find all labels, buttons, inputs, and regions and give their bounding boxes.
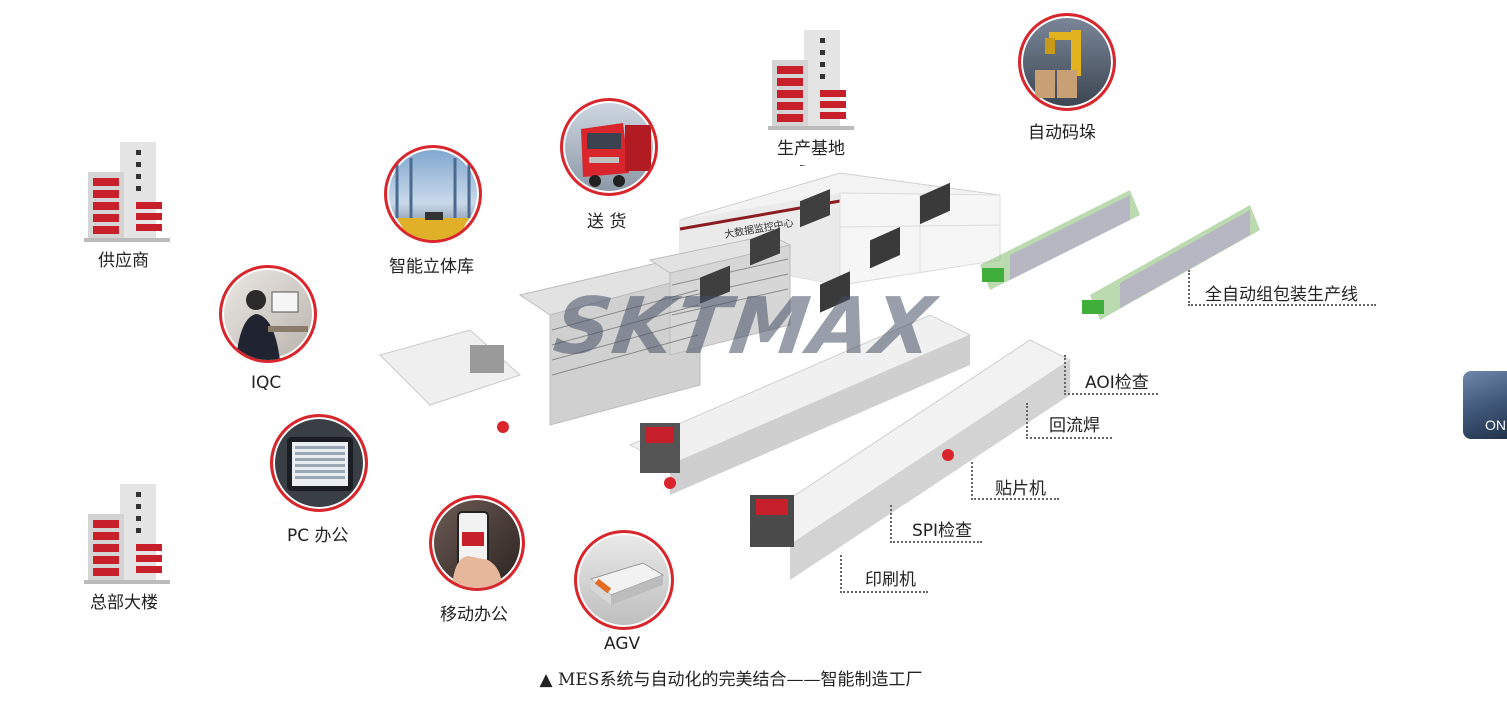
packaging-line-label: 全自动组包装生产线 xyxy=(1205,285,1358,305)
factory-floor-illustration: 大数据监控中心 xyxy=(379,165,1260,580)
side-widget-text: ON xyxy=(1485,417,1506,433)
delivery-label: 送 货 xyxy=(587,212,627,232)
headquarters-building-icon xyxy=(84,484,170,584)
packaging-leader-line xyxy=(1188,270,1376,306)
iqc-label: IQC xyxy=(251,373,282,393)
production-base-label: 生产基地 xyxy=(777,139,845,159)
aoi-leader-line xyxy=(1064,355,1158,395)
reflow-leader-line xyxy=(1026,403,1112,439)
iqc-worker-photo-icon xyxy=(219,265,317,363)
spi-leader-line xyxy=(890,505,982,543)
agv-label: AGV xyxy=(604,634,641,654)
mobile-office-label: 移动办公 xyxy=(440,605,508,625)
aoi-label: AOI检查 xyxy=(1085,373,1149,393)
truck-photo-icon xyxy=(560,98,658,196)
spi-label: SPI检查 xyxy=(912,521,973,541)
agv-robot-icon xyxy=(574,530,674,630)
figure-caption: ▲ MES系统与自动化的完美结合——智能制造工厂 xyxy=(539,670,923,690)
reflow-label: 回流焊 xyxy=(1049,416,1100,436)
pc-office-tablet-photo-icon xyxy=(270,414,368,512)
headquarters-label: 总部大楼 xyxy=(90,593,158,613)
smart-warehouse-label: 智能立体库 xyxy=(389,257,474,277)
sktmax-watermark: SKTMAX xyxy=(548,282,942,372)
pick-place-label: 贴片机 xyxy=(995,479,1046,499)
supplier-label: 供应商 xyxy=(98,251,149,271)
production-base-building-icon xyxy=(768,30,854,130)
warehouse-photo-icon xyxy=(384,145,482,243)
pick-place-leader-line xyxy=(971,462,1059,500)
printer-leader-line xyxy=(840,555,928,593)
supplier-building-icon xyxy=(84,142,170,242)
pc-office-label: PC 办公 xyxy=(287,526,349,546)
robot-arm-photo-icon xyxy=(1018,13,1116,111)
side-floating-widget[interactable]: ON xyxy=(1463,371,1507,439)
printer-label: 印刷机 xyxy=(865,570,916,590)
auto-palletizing-label: 自动码垛 xyxy=(1028,123,1096,143)
mobile-office-phone-photo-icon xyxy=(429,495,525,591)
